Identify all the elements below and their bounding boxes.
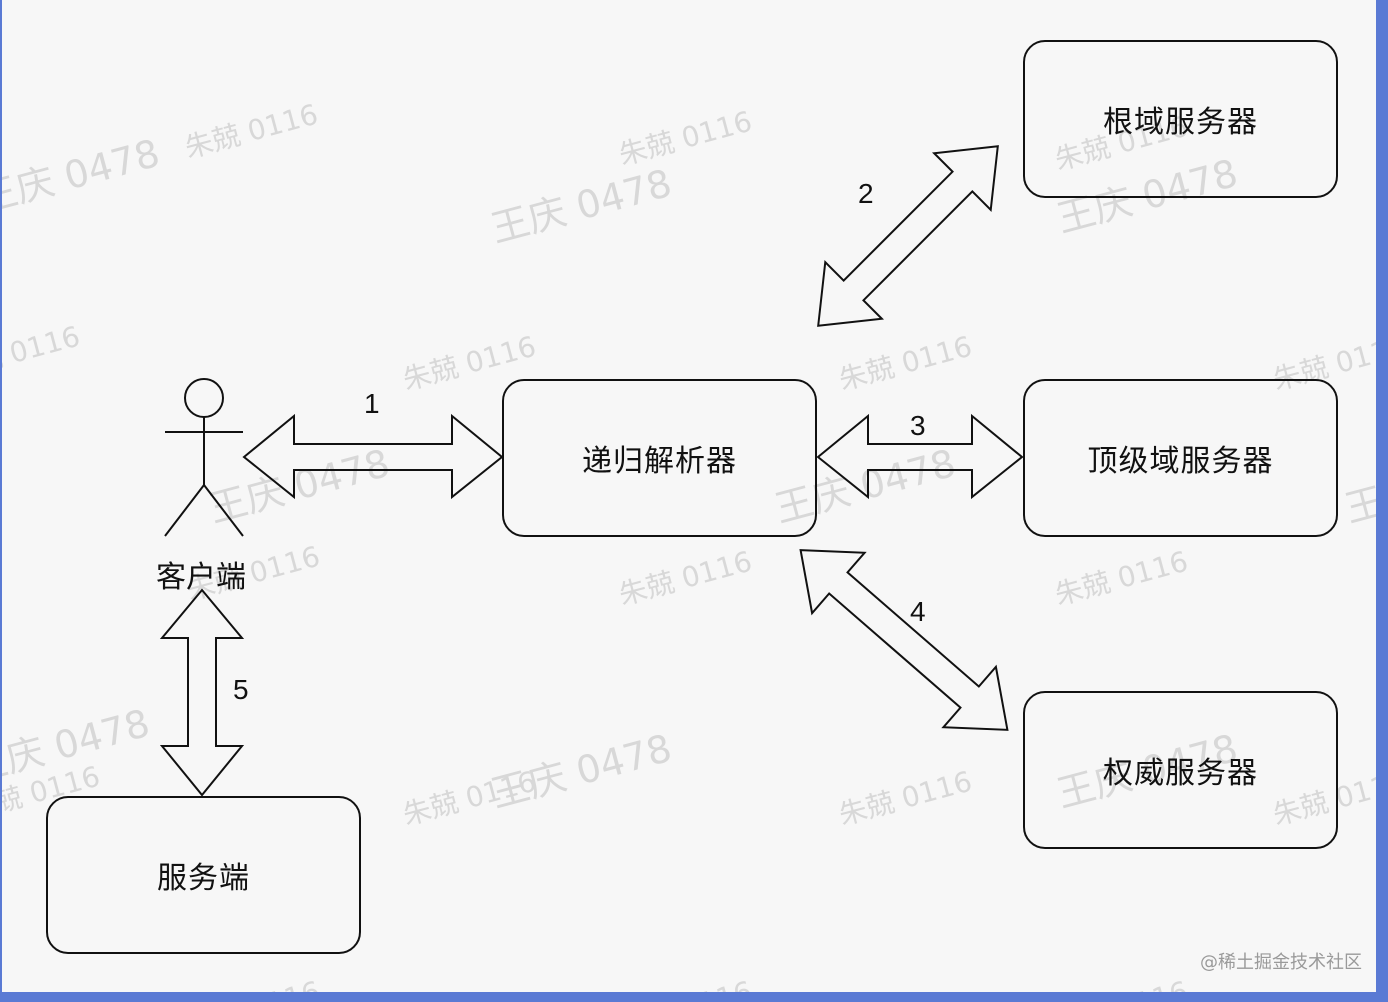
edge-label-2: 2 xyxy=(858,178,874,209)
authoritative-server-label: 权威服务器 xyxy=(1103,756,1258,791)
server-node: 服务端 xyxy=(46,796,361,954)
root-server-label: 根域服务器 xyxy=(1103,105,1258,140)
double-arrow-1 xyxy=(242,413,504,500)
tld-server-label: 顶级域服务器 xyxy=(1087,444,1274,479)
authoritative-server-node: 权威服务器 xyxy=(1023,691,1338,849)
double-arrow-3 xyxy=(816,413,1024,500)
double-arrow-4 xyxy=(799,549,1009,731)
resolver-node: 递归解析器 xyxy=(502,379,817,537)
root-server-node: 根域服务器 xyxy=(1023,40,1338,198)
edge-label-1: 1 xyxy=(364,388,380,419)
client-label: 客户端 xyxy=(156,560,246,595)
site-credit: @稀土掘金技术社区 xyxy=(1200,952,1362,973)
edge-label-3: 3 xyxy=(910,410,926,441)
edge-label-5: 5 xyxy=(233,674,249,705)
double-arrow-5 xyxy=(159,588,245,797)
client-actor-icon xyxy=(164,378,244,537)
edge-label-4: 4 xyxy=(910,596,926,627)
server-label: 服务端 xyxy=(157,861,250,896)
resolver-label: 递归解析器 xyxy=(582,444,737,479)
tld-server-node: 顶级域服务器 xyxy=(1023,379,1338,537)
double-arrow-2 xyxy=(817,145,999,327)
